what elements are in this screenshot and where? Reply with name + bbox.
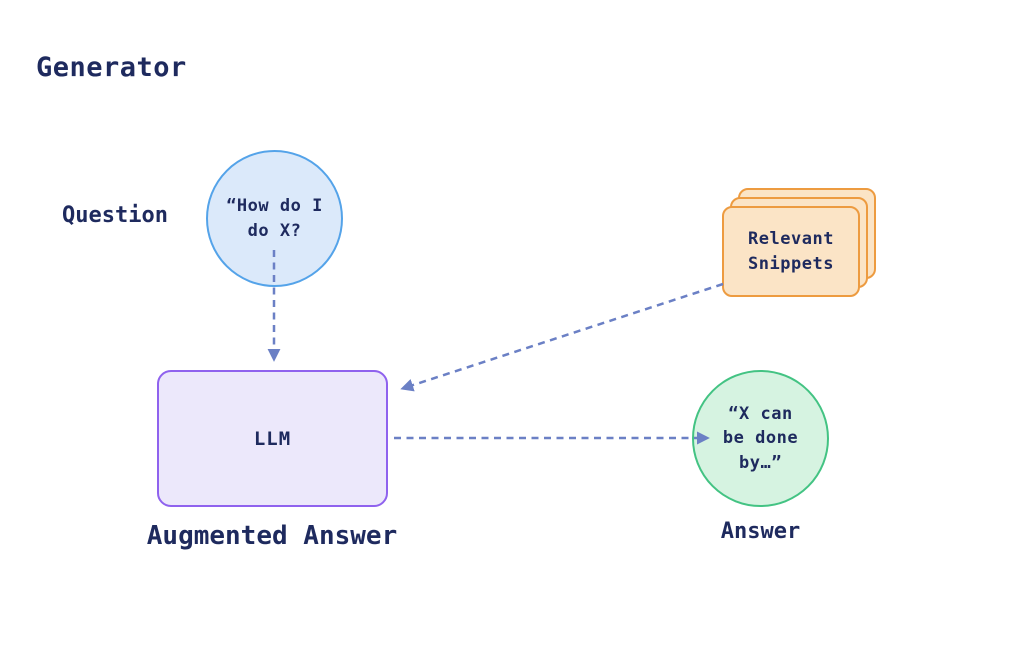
snippets-node-text: Relevant Snippets [748,228,834,274]
llm-node-text: LLM [253,427,292,450]
question-node-text: “How do I do X? [226,195,323,241]
answer-node-text: “X can be done by…” [722,403,799,473]
llm-node: LLM [157,370,388,507]
question-node: “How do I do X? [206,150,343,287]
answer-label: Answer [720,519,801,544]
answer-node: “X can be done by…” [692,370,829,507]
diagram-title: Generator [36,52,187,83]
question-label: Question [62,203,168,228]
snippets-node: Relevant Snippets [722,206,860,297]
augmented-answer-label: Augmented Answer [146,521,398,551]
arrow-snippets-to-llm [400,282,724,392]
